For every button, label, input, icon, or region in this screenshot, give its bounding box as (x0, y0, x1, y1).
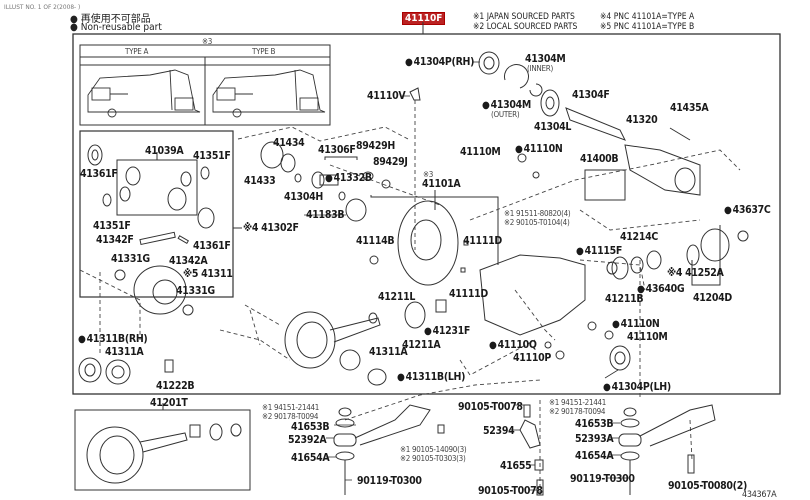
nut-note-local: ※2 90178-T0094 (262, 412, 319, 421)
part-90119-T0300[interactable]: 90119-T0300 (570, 473, 635, 485)
part-89429H[interactable]: 89429H (356, 140, 395, 152)
part-41231F[interactable]: 41231F (424, 325, 471, 337)
part-52392A[interactable]: 52392A (288, 434, 327, 446)
part-52394[interactable]: 52394 (483, 425, 515, 437)
part-41211L[interactable]: 41211L (378, 291, 416, 303)
part-41110V[interactable]: 41110V (367, 90, 406, 102)
part-41361F[interactable]: 41361F (80, 168, 118, 180)
part-41214C[interactable]: 41214C (620, 231, 658, 243)
part-43640G[interactable]: 43640G (637, 283, 685, 295)
part-41342A[interactable]: 41342A (169, 255, 208, 267)
part-41204D[interactable]: 41204D (693, 292, 732, 304)
part-43637C[interactable]: 43637C (724, 204, 771, 216)
part-41183B[interactable]: 41183B (306, 209, 345, 221)
legend-non-reusable-jp: ● 再使用不可部品 (70, 10, 151, 25)
part-41110M[interactable]: 41110M (460, 146, 501, 158)
part-41110P[interactable]: 41110P (513, 352, 551, 364)
part-41332B[interactable]: 41332B (325, 172, 373, 184)
part-41304P-RH[interactable]: 41304P(RH) (405, 56, 475, 68)
part-41304H[interactable]: 41304H (284, 191, 323, 203)
note-local-sourced: ※2 LOCAL SOURCED PARTS (473, 22, 578, 32)
part-41302F[interactable]: ※4 41302F (243, 222, 299, 234)
filled-dot-icon: ● (70, 22, 78, 33)
legend-en-text: Non-reusable part (80, 22, 162, 33)
part-90105-T0078[interactable]: 90105-T0078 (458, 401, 523, 413)
part-41306F[interactable]: 41306F (318, 144, 356, 156)
legend-jp-text: 再使用不可部品 (80, 14, 151, 25)
part-89429J[interactable]: 89429J (373, 156, 408, 168)
bolt-note-japan: ※1 91511-80820(4) (504, 209, 571, 218)
part-41304P-LH[interactable]: 41304P(LH) (603, 381, 672, 393)
outer-label: (OUTER) (491, 110, 520, 119)
part-41351F[interactable]: 41351F (193, 150, 231, 162)
bolt-note-local: ※2 90105-T0104(4) (504, 218, 570, 227)
part-41655[interactable]: 41655 (500, 460, 532, 472)
part-41110Q[interactable]: 41110Q (489, 339, 537, 351)
part-41311B-RH[interactable]: 41311B(RH) (78, 333, 148, 345)
part-41101A[interactable]: 41101A (422, 178, 461, 190)
part-41252A[interactable]: ※4 41252A (667, 267, 724, 279)
part-41654A[interactable]: 41654A (291, 452, 330, 464)
part-41351F[interactable]: 41351F (93, 220, 131, 232)
part-41320[interactable]: 41320 (626, 114, 658, 126)
part-41211B[interactable]: 41211B (605, 293, 644, 305)
part-90119-T0300[interactable]: 90119-T0300 (357, 475, 422, 487)
part-41111D[interactable]: 41111D (463, 235, 502, 247)
part-41311[interactable]: ※5 41311 (183, 268, 233, 280)
bolt2-note-japan: ※1 90105-14090(3) (400, 445, 467, 454)
nut-note-local: ※2 90178-T0094 (549, 407, 606, 416)
bolt2-note-local: ※2 90105-T0303(3) (400, 454, 466, 463)
part-41115F[interactable]: 41115F (576, 245, 623, 257)
part-41433[interactable]: 41433 (244, 175, 276, 187)
inner-label: (INNER) (527, 64, 553, 73)
figure-id: 434367A (742, 490, 777, 500)
part-41331G[interactable]: 41331G (176, 285, 215, 297)
part-41311A[interactable]: 41311A (369, 346, 408, 358)
type-box-note: ※3 (202, 37, 213, 46)
nut-note-japan: ※1 94151-21441 (262, 403, 320, 412)
part-41400B[interactable]: 41400B (580, 153, 619, 165)
part-41304M-outer[interactable]: 41304M (482, 99, 532, 111)
part-41311A[interactable]: 41311A (105, 346, 144, 358)
type-b-label: TYPE B (252, 47, 276, 56)
part-41110M[interactable]: 41110M (627, 331, 668, 343)
note-japan-sourced: ※1 JAPAN SOURCED PARTS (473, 12, 575, 22)
part-90105-T0078[interactable]: 90105-T0078 (478, 485, 543, 497)
illustration-number: ILLUST NO. 1 OF 2(2008- ) (4, 3, 81, 11)
part-41114B[interactable]: 41114B (356, 235, 395, 247)
part-41201T[interactable]: 41201T (150, 397, 188, 409)
note-type-a: ※4 PNC 41101A=TYPE A (600, 12, 695, 22)
part-41435A[interactable]: 41435A (670, 102, 709, 114)
part-41311B-LH[interactable]: 41311B(LH) (397, 371, 466, 383)
part-41211A[interactable]: 41211A (402, 339, 441, 351)
part-52393A[interactable]: 52393A (575, 433, 614, 445)
filled-dot-icon: ● (70, 14, 78, 25)
part-41331G[interactable]: 41331G (111, 253, 150, 265)
note-type-b: ※5 PNC 41101A=TYPE B (600, 22, 695, 32)
main-assembly-code[interactable]: 41110F (402, 12, 446, 25)
part-41653B[interactable]: 41653B (575, 418, 614, 430)
part-41222B[interactable]: 41222B (156, 380, 195, 392)
part-41304F[interactable]: 41304F (572, 89, 610, 101)
part-41304L[interactable]: 41304L (534, 121, 572, 133)
part-41110N[interactable]: 41110N (515, 143, 563, 155)
part-41111D[interactable]: 41111D (449, 288, 488, 300)
part-41653B[interactable]: 41653B (291, 421, 330, 433)
type-a-label: TYPE A (125, 47, 149, 56)
part-41361F[interactable]: 41361F (193, 240, 231, 252)
part-41304M-inner[interactable]: 41304M (525, 53, 566, 65)
part-90105-T0080[interactable]: 90105-T0080(2) (668, 480, 747, 492)
part-41342F[interactable]: 41342F (96, 234, 134, 246)
nut-note-japan: ※1 94151-21441 (549, 398, 607, 407)
part-41039A[interactable]: 41039A (145, 145, 184, 157)
part-41654A[interactable]: 41654A (575, 450, 614, 462)
part-41434[interactable]: 41434 (273, 137, 305, 149)
part-41101A-note: ※3 (423, 170, 434, 179)
legend-non-reusable-en: ● Non-reusable part (70, 22, 162, 33)
part-41110N[interactable]: 41110N (612, 318, 660, 330)
